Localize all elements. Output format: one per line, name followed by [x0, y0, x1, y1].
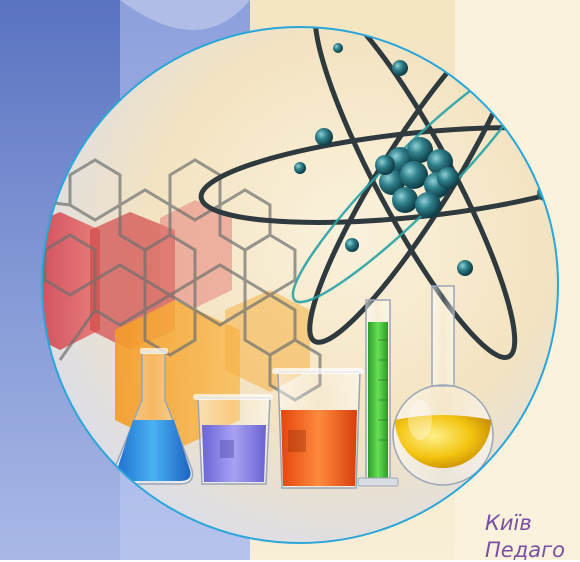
beaker-icon: [272, 368, 364, 489]
hexagon-lattice-icon: [42, 158, 322, 402]
beaker-icon: [193, 394, 273, 485]
emblem-circle-outline: [41, 26, 559, 544]
red-hexagon: [42, 212, 100, 350]
decorative-arc: [120, 0, 250, 30]
graduated-cylinder-icon: [357, 299, 399, 487]
erlenmeyer-flask-icon: [112, 348, 194, 485]
caption-institution: Педаго: [485, 538, 565, 562]
round-flask-icon: [392, 285, 494, 486]
caption-city: Київ: [485, 511, 532, 535]
atom-nucleus: [375, 137, 459, 218]
